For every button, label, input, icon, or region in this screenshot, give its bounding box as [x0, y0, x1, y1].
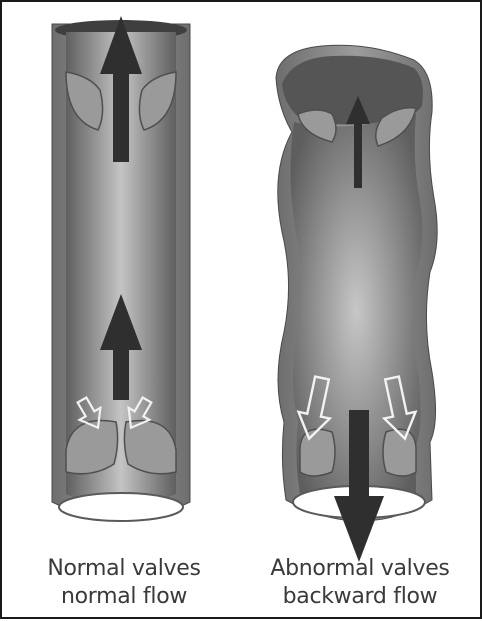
- normal-vein-bottom-opening: [59, 493, 183, 521]
- normal-caption: Normal valves normal flow: [9, 555, 239, 611]
- normal-caption-line1: Normal valves: [9, 555, 239, 583]
- abnormal-lower-valve-right: [383, 429, 416, 476]
- normal-caption-line2: normal flow: [9, 583, 239, 611]
- abnormal-lower-valve-left: [300, 429, 335, 476]
- abnormal-vein: [276, 45, 437, 562]
- abnormal-caption: Abnormal valves backward flow: [245, 555, 475, 611]
- normal-vein: [52, 16, 190, 521]
- abnormal-caption-line1: Abnormal valves: [245, 555, 475, 583]
- abnormal-caption-line2: backward flow: [245, 583, 475, 611]
